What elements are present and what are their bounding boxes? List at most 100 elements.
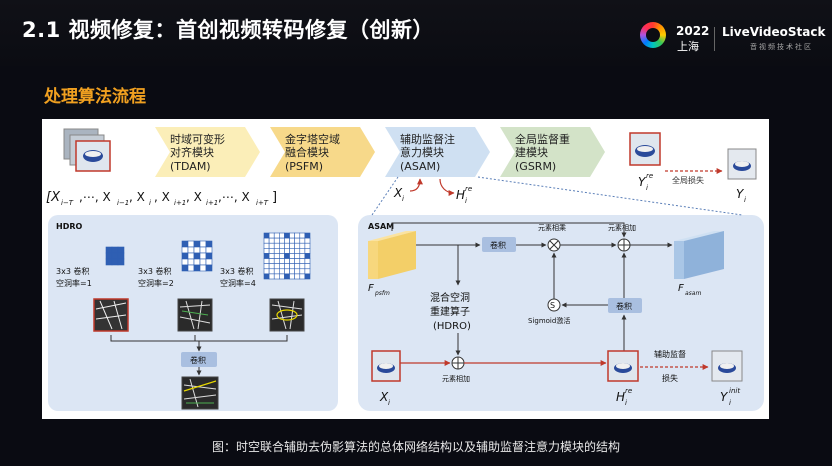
grid-cell: [105, 258, 113, 266]
asam-panel: ASAM F psfm 卷积 元素相乘 元素相加 F: [358, 215, 764, 411]
grid-cell: [284, 273, 290, 280]
branch1-dilation: 空洞率=1: [56, 278, 92, 288]
grid-cell: [284, 258, 290, 264]
svg-text:]: ]: [272, 190, 277, 205]
grid-cell: [199, 264, 207, 272]
svg-text:i+1: i+1: [206, 199, 218, 207]
svg-text:i: i: [402, 195, 404, 203]
grid-cell: [284, 237, 290, 244]
grid-cell: [299, 253, 306, 259]
global-loss-label: 全局损失: [672, 175, 704, 185]
y-gt-label: Y: [736, 187, 745, 201]
svg-text:[X: [X: [46, 190, 61, 205]
grid-cell: [294, 242, 301, 249]
grid-cell: [193, 240, 201, 248]
grid-cell: [279, 273, 285, 280]
svg-text:i: i: [625, 399, 627, 407]
asam-hre-label: H: [616, 390, 625, 404]
grid-cell: [289, 232, 295, 239]
asam-output-label: H: [456, 188, 465, 202]
grid-cell: [304, 237, 311, 244]
grid-cell: [273, 232, 280, 239]
svg-text:i+1: i+1: [174, 199, 186, 207]
psfm-abbr: (PSFM): [285, 160, 323, 173]
aux-loss-line2: 损失: [662, 373, 678, 383]
grid-cell: [105, 246, 113, 254]
grid-cell: [273, 237, 280, 244]
grid-cell: [268, 253, 275, 259]
grid-cell: [268, 268, 275, 275]
grid-cell: [273, 258, 280, 264]
svg-text:re: re: [625, 387, 632, 395]
grid-cell: [117, 246, 125, 254]
hdro-output-map: [181, 376, 219, 410]
grid-cell: [289, 253, 295, 259]
grid-cell: [294, 253, 301, 259]
grid-cell: [304, 232, 311, 239]
grid-cell: [284, 232, 290, 239]
grid-cell: [263, 242, 270, 249]
hdro-op-line1: 混合空洞: [430, 291, 470, 304]
grid-cell: [299, 232, 306, 239]
grid-cell: [304, 268, 311, 275]
grid-cell: [273, 273, 280, 280]
grid-cell: [199, 258, 207, 266]
pipeline-gsrm: 全局监督重 建模块 (GSRM): [500, 127, 605, 177]
grid-cell: [111, 252, 119, 260]
grid-cell: [263, 253, 270, 259]
svg-text:i: i: [149, 199, 151, 207]
asam-title: ASAM: [368, 222, 394, 231]
grid-cell: [181, 240, 189, 248]
grid-cell: [268, 232, 275, 239]
asam-input-label: X: [393, 186, 403, 200]
branch3-dilation: 空洞率=4: [220, 278, 256, 288]
svg-text:i: i: [729, 399, 731, 407]
asam-yinit-image: [711, 350, 743, 382]
aux-loss-line1: 辅助监督: [654, 349, 686, 359]
svg-text:, X: , X: [129, 190, 145, 204]
grid-cell: [187, 246, 195, 254]
grid-cell: [279, 263, 285, 270]
svg-text:i: i: [388, 399, 390, 407]
grid-cell: [299, 258, 306, 264]
svg-text:, X: , X: [154, 190, 170, 204]
grid-cell: [111, 246, 119, 254]
grid-cell: [273, 263, 280, 270]
grid-cell: [263, 273, 270, 280]
hdro-title: HDRO: [56, 222, 82, 231]
grid-cell: [289, 263, 295, 270]
asam-xi-image: [371, 350, 401, 382]
grid-cell: [187, 264, 195, 272]
elem-add-bottom-label: 元素相加: [442, 374, 470, 383]
figure-caption: 图：时空联合辅助去伪影算法的总体网络结构以及辅助监督注意力模块的结构: [211, 440, 620, 454]
svg-text:asam: asam: [685, 290, 701, 297]
grid-cell: [299, 268, 306, 275]
elem-mult-label: 元素相乘: [538, 223, 566, 232]
feature-map-2: [177, 298, 213, 332]
grid-cell: [294, 237, 301, 244]
grid-cell: [199, 240, 207, 248]
grid-cell: [294, 232, 301, 239]
branch1-kernel: 3x3 卷积: [56, 266, 89, 276]
grid-cell: [263, 258, 270, 264]
svg-text:init: init: [729, 387, 740, 395]
grid-cell: [304, 242, 311, 249]
grid-cell: [205, 264, 213, 272]
grid-cell: [117, 258, 125, 266]
gsrm-line2: 建模块: [515, 145, 548, 159]
grid-cell: [279, 253, 285, 259]
asam-xi-label: X: [379, 390, 389, 404]
input-sequence: [X i−T ,⋯, X i−1 , X i , X i+1 , X i+1 ,…: [46, 190, 277, 207]
grid-cell: [268, 242, 275, 249]
grid-cell: [279, 248, 285, 254]
grid-cell: [263, 268, 270, 275]
grid-cell: [294, 268, 301, 275]
grid-cell: [205, 240, 213, 248]
grid-cell: [187, 252, 195, 260]
grid-cell: [299, 248, 306, 254]
hdro-panel: HDRO 3x3 卷积 空洞率=1 3x3 卷积 空洞率=2 3x3 卷积 空洞…: [48, 215, 338, 411]
f-asam-label: F: [678, 283, 684, 294]
svg-text:i: i: [646, 184, 648, 192]
conference-logo-icon: [640, 22, 666, 48]
asam-line2: 意力模块: [400, 145, 444, 159]
